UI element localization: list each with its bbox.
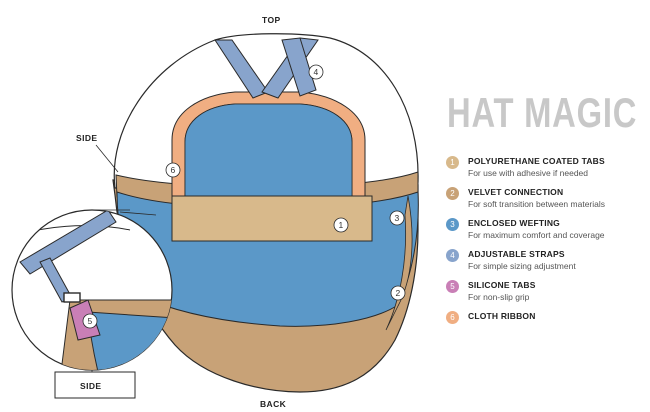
callout-3-circle: [389, 210, 405, 226]
velvet-side-edge: [385, 195, 413, 331]
legend: 1 POLYURETHANE COATED TABS For use with …: [446, 156, 646, 342]
callout-3: 3: [395, 213, 400, 223]
legend-title-2: VELVET CONNECTION: [468, 187, 564, 197]
callout-6-circle: [165, 162, 181, 178]
legend-bullet-6: 6: [446, 311, 459, 324]
legend-title-6: CLOTH RIBBON: [468, 311, 536, 321]
callout-5-circle: [82, 313, 98, 329]
legend-bullet-4: 4: [446, 249, 459, 262]
legend-item-1: 1 POLYURETHANE COATED TABS For use with …: [446, 156, 646, 187]
hat-illustration: [112, 33, 419, 393]
legend-title-4: ADJUSTABLE STRAPS: [468, 249, 565, 259]
inner-wefting-panel: [184, 103, 353, 201]
label-top: TOP: [262, 15, 281, 25]
callout-1: 1: [339, 220, 344, 230]
legend-item-3: 3 ENCLOSED WEFTING For maximum comfort a…: [446, 218, 646, 249]
callout-2-circle: [390, 285, 406, 301]
legend-desc-1: For use with adhesive if needed: [468, 168, 589, 178]
callout-4-circle: [308, 64, 324, 80]
legend-desc-4: For simple sizing adjustment: [468, 261, 576, 271]
legend-item-6: 6 CLOTH RIBBON: [446, 311, 646, 342]
legend-title-1: POLYURETHANE COATED TABS: [468, 156, 605, 166]
callout-4: 4: [314, 67, 319, 77]
label-side-main: SIDE: [76, 133, 97, 143]
brand-title: HAT MAGIC: [447, 89, 638, 136]
legend-bullet-3: 3: [446, 218, 459, 231]
callout-6: 6: [171, 165, 176, 175]
legend-title-5: SILICONE TABS: [468, 280, 536, 290]
legend-item-4: 4 ADJUSTABLE STRAPS For simple sizing ad…: [446, 249, 646, 280]
legend-bullet-5: 5: [446, 280, 459, 293]
callout-1-circle: [333, 217, 349, 233]
strap-buckle: [63, 292, 81, 303]
side-label-box: [54, 371, 136, 399]
legend-desc-5: For non-slip grip: [468, 292, 530, 302]
callout-5: 5: [88, 316, 93, 326]
label-back: BACK: [260, 399, 287, 409]
legend-desc-3: For maximum comfort and coverage: [468, 230, 605, 240]
legend-item-5: 5 SILICONE TABS For non-slip grip: [446, 280, 646, 311]
legend-title-3: ENCLOSED WEFTING: [468, 218, 560, 228]
label-side-inset: SIDE: [80, 381, 101, 391]
inset-strap: [19, 210, 117, 275]
legend-desc-2: For soft transition between materials: [468, 199, 606, 209]
legend-bullet-1: 1: [446, 156, 459, 169]
legend-item-2: 2 VELVET CONNECTION For soft transition …: [446, 187, 646, 218]
leader-lines: [90, 144, 157, 378]
legend-bullet-2: 2: [446, 187, 459, 200]
strap-right-lower: [281, 37, 317, 97]
callout-markers: 1 2 3 4 5 6: [82, 64, 406, 329]
callout-2: 2: [396, 288, 401, 298]
